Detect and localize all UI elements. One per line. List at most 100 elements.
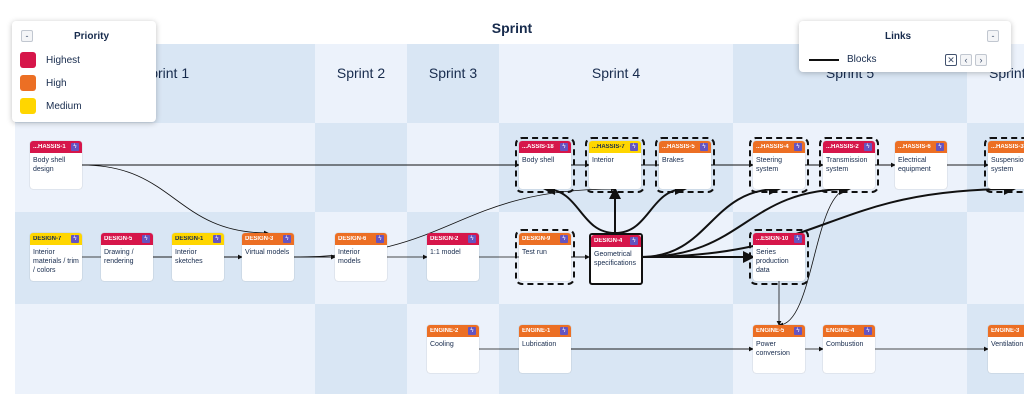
story-type-icon: ϟ	[794, 327, 802, 335]
card-header: DESIGN-1 ϟ	[172, 233, 224, 245]
issue-summary: Power conversion	[756, 341, 790, 357]
story-type-icon: ϟ	[864, 143, 872, 151]
card-header: ...HASSIS-6 ϟ	[895, 141, 947, 153]
link-prev-button[interactable]: ‹	[960, 54, 972, 66]
story-type-icon: ϟ	[560, 235, 568, 243]
issue-summary: Brakes	[662, 157, 684, 164]
issue-summary: Ventilation	[991, 341, 1024, 348]
issue-key[interactable]: DESIGN-9	[522, 236, 551, 242]
issue-key[interactable]: DESIGN-5	[104, 236, 133, 242]
issue-key[interactable]: ...HASSIS-5	[662, 144, 695, 150]
card-header: ...ESIGN-10 ϟ	[753, 233, 805, 245]
story-type-icon: ϟ	[794, 143, 802, 151]
issue-summary: Body shell design	[33, 157, 66, 173]
story-type-icon: ϟ	[283, 235, 291, 243]
issue-key[interactable]: ...HASSIS-3	[991, 144, 1024, 150]
issue-summary: Virtual models	[245, 249, 290, 256]
issue-summary: Body shell	[522, 157, 555, 164]
legend-item-highest: Highest	[20, 52, 80, 68]
swimlane-cell	[499, 44, 733, 123]
priority-high-swatch	[20, 75, 36, 91]
issue-key[interactable]: DESIGN-3	[245, 236, 274, 242]
card-header: ...HASSIS-2 ϟ	[823, 141, 875, 153]
issue-card[interactable]: ENGINE-3ϟVentilation	[988, 325, 1024, 373]
issue-key[interactable]: ENGINE-4	[826, 328, 855, 334]
issue-key[interactable]: ENGINE-1	[522, 328, 551, 334]
issue-key[interactable]: ENGINE-2	[430, 328, 459, 334]
issue-summary: Geometrical specifications	[594, 251, 637, 267]
issue-summary: Interior	[592, 157, 614, 164]
issue-summary: Electrical equipment	[898, 157, 931, 173]
priority-medium-swatch	[20, 98, 36, 114]
issue-summary: Transmission system	[826, 157, 868, 173]
board-title: Sprint	[491, 20, 533, 36]
swimlane-cell	[15, 304, 315, 394]
issue-key[interactable]: ENGINE-3	[991, 328, 1020, 334]
issue-summary: Drawing / rendering	[104, 249, 134, 265]
link-type-label: Blocks	[847, 54, 877, 65]
issue-key[interactable]: ...HASSIS-6	[898, 144, 931, 150]
issue-summary: Interior sketches	[175, 249, 203, 265]
issue-key[interactable]: DESIGN-2	[430, 236, 459, 242]
issue-key[interactable]: DESIGN-6	[338, 236, 367, 242]
issue-key[interactable]: ...ESIGN-10	[756, 236, 789, 242]
issue-key[interactable]: ...ASSIS-18	[522, 144, 554, 150]
legend-item-high: High	[20, 75, 67, 91]
priority-legend-title: Priority	[74, 31, 110, 42]
card-header: DESIGN-6 ϟ	[335, 233, 387, 245]
priority-collapse-button[interactable]: -	[21, 30, 33, 42]
issue-card[interactable]: ...HASSIS-3ϟSuspension system	[984, 137, 1024, 193]
issue-key[interactable]: DESIGN-1	[175, 236, 204, 242]
issue-summary: Series production data	[756, 249, 789, 274]
issue-key[interactable]: ...HASSIS-1	[33, 144, 66, 150]
story-type-icon: ϟ	[376, 235, 384, 243]
story-type-icon: ϟ	[794, 235, 802, 243]
story-type-icon: ϟ	[936, 143, 944, 151]
links-collapse-button[interactable]: -	[987, 30, 999, 42]
card-header: ...HASSIS-3ϟ	[988, 141, 1024, 153]
issue-key[interactable]: DESIGN-7	[33, 236, 62, 242]
story-type-icon: ϟ	[560, 143, 568, 151]
story-type-icon: ϟ	[213, 235, 221, 243]
issue-key[interactable]: DESIGN-4	[594, 238, 623, 244]
links-legend-panel: Links - Blocks ✕ ‹ ›	[799, 21, 1011, 72]
issue-key[interactable]: ...HASSIS-7	[592, 144, 625, 150]
issue-key[interactable]: ...HASSIS-2	[826, 144, 859, 150]
blocks-toggle-checkbox[interactable]: ✕	[945, 54, 957, 66]
issue-key[interactable]: ...HASSIS-4	[756, 144, 789, 150]
story-type-icon: ϟ	[700, 143, 708, 151]
issue-key[interactable]: ENGINE-5	[756, 328, 785, 334]
issue-summary: 1:1 model	[430, 249, 461, 256]
card-header: ...HASSIS-5 ϟ	[659, 141, 711, 153]
link-next-button[interactable]: ›	[975, 54, 987, 66]
story-type-icon: ϟ	[864, 327, 872, 335]
legend-label: Medium	[46, 100, 82, 112]
swimlane-cell	[315, 44, 407, 123]
card-header: ENGINE-5 ϟ	[753, 325, 805, 337]
card-header: ...ASSIS-18 ϟ	[519, 141, 571, 153]
